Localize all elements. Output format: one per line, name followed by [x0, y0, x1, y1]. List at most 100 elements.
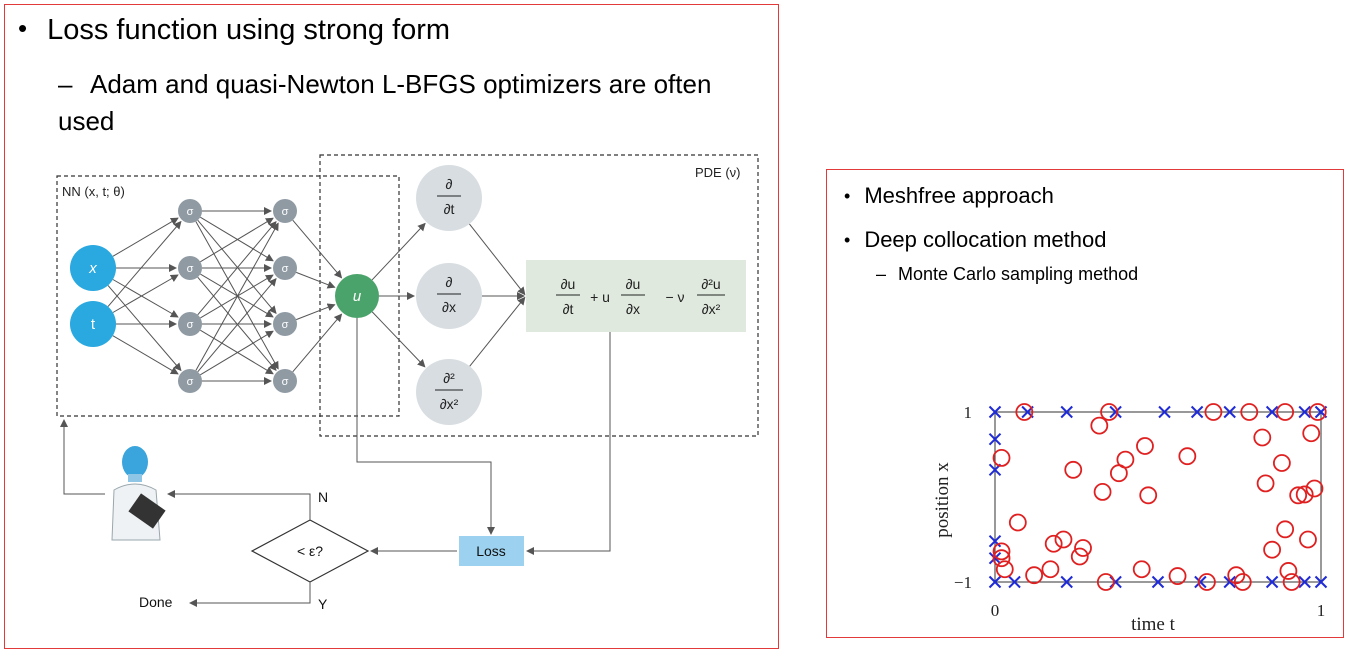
interior-point-circle [1272, 454, 1291, 472]
sigma-node [273, 369, 297, 393]
interior-point-circle [1197, 573, 1216, 591]
boundary-point-cross [1060, 405, 1073, 419]
svg-text:∂x²: ∂x² [702, 301, 721, 317]
bullet-marker: • [844, 230, 851, 250]
interior-point-circle [1276, 403, 1295, 421]
svg-text:∂u: ∂u [626, 276, 641, 292]
no-label: N [318, 489, 328, 505]
edge [469, 296, 526, 367]
right-bullet-2: • Deep collocation method [844, 227, 1106, 253]
left-slide-frame [4, 4, 779, 649]
interior-point-circle [992, 542, 1011, 561]
interior-point-circle [1100, 403, 1119, 421]
edge [107, 220, 182, 307]
interior-point-circle [1227, 566, 1246, 585]
edge [200, 330, 274, 376]
y-axis-label: position x [932, 462, 953, 538]
sigma-node [178, 199, 202, 223]
interior-point-circle [1289, 486, 1308, 505]
edge [200, 217, 274, 263]
interior-point-circle [1015, 403, 1034, 421]
interior-point-circle [1263, 540, 1282, 559]
sub-marker: – [58, 69, 73, 99]
svg-text:∂t: ∂t [563, 301, 574, 317]
edge [292, 313, 343, 373]
bullet-marker: • [18, 13, 28, 43]
boundary-point-cross [1314, 575, 1328, 589]
edge [296, 303, 336, 321]
svg-text:∂x: ∂x [626, 301, 640, 317]
left-bullet: • Loss function using strong form [18, 14, 450, 47]
edge [371, 222, 426, 281]
x-tick-left: 0 [991, 601, 1000, 620]
svg-text:∂²u: ∂²u [701, 276, 720, 292]
sigma-label: σ [282, 263, 289, 275]
boundary-point-cross [988, 405, 1002, 419]
boundary-point-cross [1265, 575, 1279, 589]
sigma-node [273, 256, 297, 280]
interior-point-circle [1070, 547, 1089, 566]
interior-point-circle [1132, 560, 1151, 579]
pde-label: PDE (ν) [695, 165, 741, 180]
edge [292, 219, 343, 279]
y-tick-top: 1 [964, 403, 973, 422]
boundary-point-cross [1060, 575, 1073, 589]
sigma-label: σ [282, 376, 289, 388]
boundary-point-cross [1223, 575, 1236, 589]
interior-point-circle [992, 549, 1011, 568]
y-tick-bottom: −1 [954, 573, 972, 592]
boundary-point-cross [1151, 575, 1165, 589]
boundary-point-cross [1223, 405, 1236, 419]
x-axis-label: time t [1131, 614, 1176, 635]
boundary-point-cross [1190, 405, 1204, 419]
hidden-layer-1: σ σ σ σ [178, 199, 202, 393]
output-u-label: u [353, 288, 362, 305]
pde-equation-box [526, 260, 746, 332]
svg-text:− ν: − ν [665, 289, 684, 305]
sigma-label: σ [187, 206, 194, 218]
interior-point-circle [1295, 485, 1314, 504]
pinn-diagram: NN (x, t; θ) PDE (ν) x t σ σ σ σ σ σ σ σ… [56, 154, 759, 612]
input-node-t [70, 301, 116, 347]
boundary-point-cross [1109, 405, 1122, 419]
interior-point-circle [1008, 513, 1027, 532]
interior-point-circle [1090, 416, 1109, 435]
input-t-label: t [91, 316, 96, 333]
edge [197, 220, 277, 316]
sigma-label: σ [282, 206, 289, 218]
output-node-u [335, 274, 379, 318]
left-sub-bullet: –Adam and quasi-Newton L-BFGS optimizers… [58, 66, 758, 140]
sigma-label: σ [282, 319, 289, 331]
interior-point-circle [1139, 486, 1158, 505]
interior-point-circle [1093, 483, 1112, 501]
boundary-point-cross [1008, 575, 1021, 589]
interior-point-circle [992, 449, 1011, 467]
right-sub-bullet: –Monte Carlo sampling method [876, 264, 1138, 285]
edge [112, 217, 179, 257]
interior-point-circle [1025, 566, 1044, 585]
interior-point-circle [1282, 573, 1301, 591]
interior-point-circle [1136, 437, 1154, 455]
deriv-dt-num: ∂ [446, 176, 453, 192]
edge [197, 219, 277, 315]
interior-point-circle [1044, 534, 1063, 553]
sigma-node [273, 199, 297, 223]
loss-box [459, 536, 524, 566]
interior-point-circle [1109, 464, 1128, 483]
interior-point-circle [1299, 530, 1317, 549]
x-tick-right: 1 [1317, 601, 1326, 620]
interior-point-circle [1253, 428, 1272, 447]
done-label: Done [139, 594, 173, 610]
right-bullet-1: • Meshfree approach [844, 183, 1054, 209]
sigma-node [178, 369, 202, 393]
interior-point-circle [1305, 479, 1324, 498]
boundary-point-cross [1298, 575, 1311, 589]
interior-point-circle [1064, 460, 1083, 479]
interior-point-circle [1041, 560, 1060, 579]
sigma-label: σ [187, 376, 194, 388]
interior-point-circle [1279, 562, 1298, 580]
edge [195, 222, 279, 371]
derivative-node-dxx [416, 359, 482, 425]
interior-point-circle [1233, 573, 1252, 591]
pde-box [319, 154, 759, 437]
